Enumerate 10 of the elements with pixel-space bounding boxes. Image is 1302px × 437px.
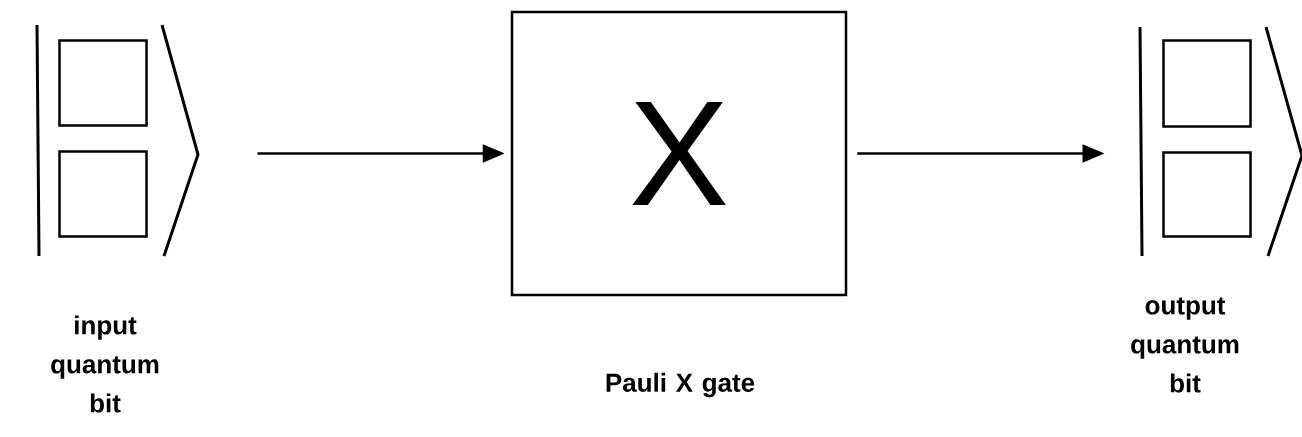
node-label: input quantum bit	[51, 315, 159, 413]
square	[1162, 151, 1252, 238]
square	[1162, 39, 1252, 128]
ket-bracket	[1138, 26, 1302, 257]
node-label: output quantum bit	[1131, 297, 1239, 393]
node-label: Pauli X gate	[606, 372, 755, 398]
square	[58, 39, 148, 127]
ket-bracket	[35, 24, 200, 257]
square	[58, 150, 148, 238]
gate-box: X	[510, 10, 848, 297]
